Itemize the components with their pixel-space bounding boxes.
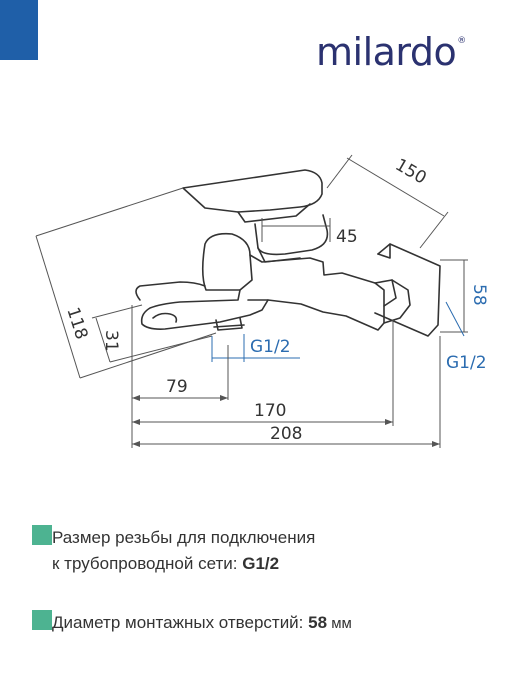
- brand-name: milardo: [316, 30, 457, 74]
- eccentric-detail: [383, 279, 397, 307]
- spec-value: 58: [308, 613, 328, 632]
- inlet-connector: [215, 317, 243, 331]
- spec-unit: мм: [327, 615, 352, 632]
- spec-bullet: [32, 610, 52, 630]
- brand-logo: milardo®: [316, 30, 466, 74]
- spec-line1: Размер резьбы для подключения: [52, 528, 316, 547]
- dim-g12-right: G1/2: [446, 353, 487, 373]
- dimension-arrows: [132, 395, 440, 447]
- spec-mount-diameter: Диаметр монтажных отверстий: 58 мм: [32, 610, 352, 637]
- spec-bullet: [32, 525, 52, 545]
- spec-line2: к трубопроводной сети: G1/2: [52, 554, 280, 573]
- faucet-outline: [135, 169, 441, 337]
- dim-31: 31: [101, 330, 121, 352]
- spec-text: Диаметр монтажных отверстий: 58 мм: [52, 613, 352, 632]
- body-main: [247, 254, 385, 331]
- handle-base: [237, 203, 311, 223]
- dim-208: 208: [270, 424, 302, 444]
- spout: [140, 289, 269, 330]
- dim-g12-left: G1/2: [250, 337, 291, 357]
- brand-reg-mark: ®: [457, 36, 466, 46]
- eccentric: [374, 279, 411, 324]
- dim-150: 150: [392, 155, 430, 189]
- dim-79: 79: [166, 377, 188, 397]
- dim-170: 170: [254, 401, 286, 421]
- spec-text: Размер резьбы для подключения к трубопро…: [52, 525, 315, 577]
- spout-top: [135, 281, 206, 301]
- flange-edge: [377, 243, 391, 259]
- spec-thread-size: Размер резьбы для подключения к трубопро…: [32, 525, 315, 577]
- dimension-lines: [35, 154, 468, 448]
- cartridge-body: [254, 214, 329, 256]
- dim-58: 58: [469, 284, 489, 306]
- diverter-knob: [201, 232, 253, 291]
- inlet-thread: [213, 324, 245, 328]
- handle-lever: [182, 169, 323, 213]
- dim-45: 45: [336, 227, 358, 247]
- spout-aerator: [152, 312, 178, 323]
- corner-accent-block: [0, 0, 38, 60]
- wall-flange: [374, 243, 441, 337]
- spec-value: G1/2: [242, 554, 280, 573]
